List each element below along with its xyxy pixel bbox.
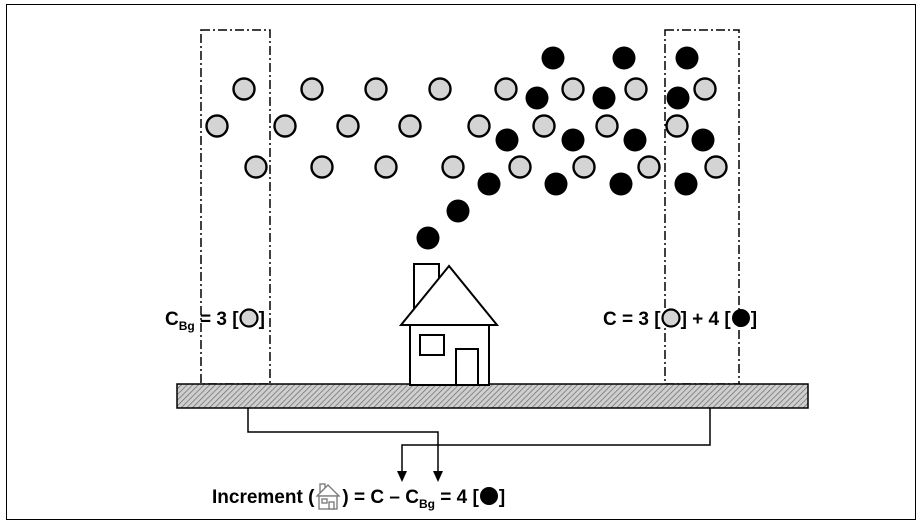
house-icon bbox=[315, 483, 341, 510]
background-particle bbox=[665, 114, 689, 138]
background-particle bbox=[467, 114, 491, 138]
downwind-concentration-label: C = 3 [ ] + 4 [] bbox=[603, 308, 757, 331]
emission-particle bbox=[495, 128, 519, 152]
background-particle bbox=[300, 77, 324, 101]
emission-particle bbox=[525, 86, 549, 110]
background-particle bbox=[398, 114, 422, 138]
emission-particle bbox=[561, 128, 585, 152]
increment-formula: Increment ( ) = C – CBg = 4 [] bbox=[212, 481, 505, 511]
background-particle bbox=[336, 114, 360, 138]
background-concentration-label: CBg = 3 [] bbox=[165, 308, 265, 333]
emission-particle bbox=[623, 128, 647, 152]
background-particle bbox=[532, 114, 556, 138]
black-particle-icon bbox=[731, 309, 750, 327]
background-bracket-line bbox=[247, 408, 439, 478]
background-particle bbox=[561, 77, 585, 101]
background-symbol: C bbox=[165, 309, 179, 330]
background-particle bbox=[494, 77, 518, 101]
house bbox=[398, 263, 500, 386]
background-particle bbox=[244, 155, 268, 179]
emission-particle bbox=[592, 86, 616, 110]
background-particle bbox=[624, 77, 648, 101]
background-particle bbox=[441, 155, 465, 179]
diagram-frame bbox=[6, 4, 916, 520]
emission-particle bbox=[674, 172, 698, 196]
house-window bbox=[419, 334, 445, 356]
difference-bracket bbox=[247, 408, 711, 478]
background-particle bbox=[374, 155, 398, 179]
background-particle bbox=[364, 77, 388, 101]
emission-particle bbox=[609, 172, 633, 196]
arrow-head-right bbox=[433, 471, 443, 482]
emission-particle bbox=[675, 46, 699, 70]
increment-equals: = 4 [ bbox=[434, 487, 479, 508]
background-particle bbox=[310, 155, 334, 179]
background-particle bbox=[595, 114, 619, 138]
house-door bbox=[455, 348, 479, 386]
ground-surface bbox=[176, 383, 809, 409]
background-particle bbox=[428, 77, 452, 101]
emission-particle bbox=[477, 172, 501, 196]
background-particle bbox=[205, 114, 229, 138]
background-particle bbox=[273, 114, 297, 138]
downwind-close: ] bbox=[750, 309, 758, 330]
downwind-middle: ] + 4 [ bbox=[680, 309, 731, 330]
increment-after-icon: ) = C – C bbox=[342, 487, 419, 508]
background-particle bbox=[508, 155, 532, 179]
black-particle-icon bbox=[479, 487, 498, 505]
background-particle bbox=[693, 77, 717, 101]
background-sampling-column bbox=[200, 29, 271, 385]
background-particle bbox=[637, 155, 661, 179]
increment-prefix: Increment ( bbox=[212, 487, 315, 508]
background-equals: = 3 [ bbox=[194, 309, 239, 330]
background-particle bbox=[572, 155, 596, 179]
emission-particle bbox=[612, 46, 636, 70]
emission-particle bbox=[666, 86, 690, 110]
emission-particle bbox=[446, 199, 470, 223]
downwind-prefix: C = 3 [ bbox=[603, 309, 661, 330]
arrow-head-left bbox=[397, 471, 407, 482]
background-close: ] bbox=[258, 309, 265, 330]
emission-particle bbox=[544, 172, 568, 196]
background-particle bbox=[232, 77, 256, 101]
emission-particle bbox=[691, 128, 715, 152]
increment-subscript: Bg bbox=[418, 497, 435, 511]
downwind-bracket-line bbox=[401, 408, 711, 478]
emission-particle bbox=[541, 46, 565, 70]
increment-close: ] bbox=[498, 487, 506, 508]
particles-group bbox=[205, 46, 728, 250]
grey-particle-icon bbox=[660, 308, 681, 328]
grey-particle-icon bbox=[238, 308, 259, 328]
emission-particle bbox=[416, 226, 440, 250]
background-particle bbox=[704, 155, 728, 179]
background-subscript: Bg bbox=[178, 319, 195, 333]
